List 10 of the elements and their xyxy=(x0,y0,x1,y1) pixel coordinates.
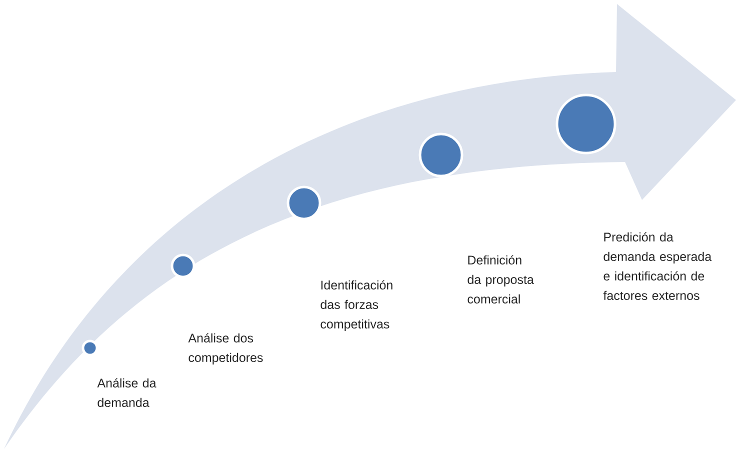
circle-marker xyxy=(82,340,98,356)
circle-marker xyxy=(286,186,322,220)
step-label: Análise da demanda xyxy=(97,378,156,408)
step-label: Predición da demanda esperada e identificación de factores externos xyxy=(603,232,712,300)
step-label: Definición da proposta comercial xyxy=(468,255,534,304)
circle-marker xyxy=(170,254,196,278)
step-label: Identificación das forzas competitivas xyxy=(320,280,392,331)
step-label: Análise dos competidores xyxy=(188,333,263,364)
circle-marker xyxy=(556,94,616,154)
circle-marker xyxy=(418,132,464,178)
